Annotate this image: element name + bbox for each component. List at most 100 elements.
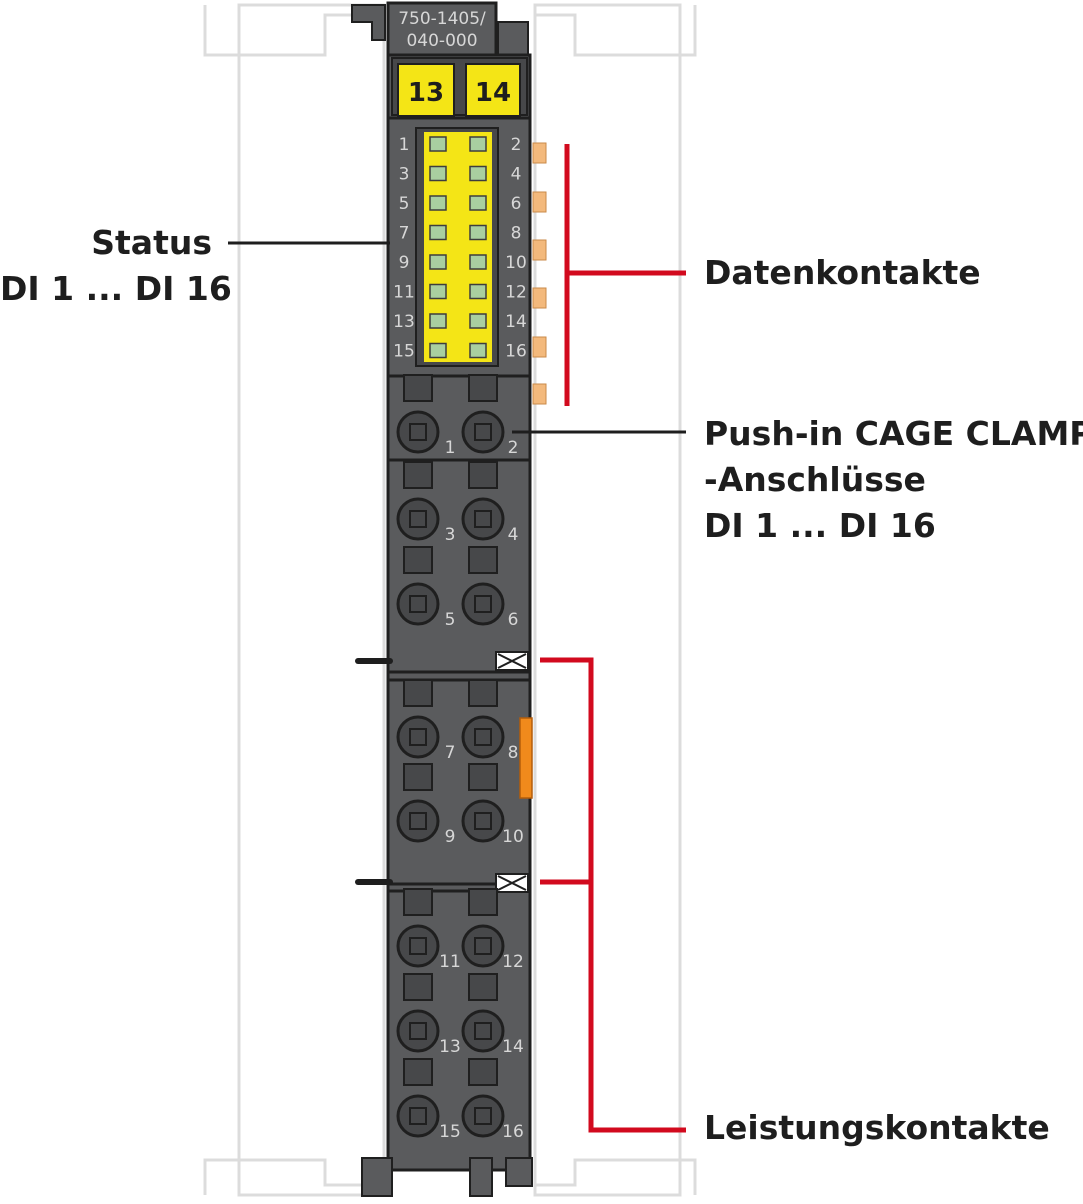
clamp-square-left-1 [409,423,427,441]
clamp-opening-left-5 [396,799,440,843]
status-led-right-1 [469,136,487,152]
bottom-clip-mid [469,1157,493,1197]
data-contact-tab-3 [532,239,547,261]
terminal-label-right: 4 [508,525,519,545]
led-label-left: 3 [399,165,410,185]
clamp-square-right-5 [474,812,492,830]
part-number-line1: 750-1405/ [398,9,486,29]
release-button-left-1 [403,374,433,402]
led-label-left: 13 [393,312,415,332]
terminal-label-left: 1 [445,438,456,458]
data-contact-tabs [532,142,547,405]
data-contacts-callout: Datenkontakte [704,250,981,296]
clamp-square-right-2 [474,510,492,528]
status-led-left-3 [429,195,447,211]
status-led-right-2 [469,165,487,182]
clamp-opening-left-1 [396,410,440,454]
push-in-terminals [396,374,505,1138]
power-contact-orange [519,717,533,799]
clamp-square-left-2 [409,510,427,528]
release-button-right-4 [468,679,498,707]
led-array [429,136,487,359]
marker-14 [465,63,521,117]
led-label-left: 15 [393,342,415,362]
status-led-left-2 [429,165,447,182]
release-button-right-2 [468,461,498,489]
led-label-right: 14 [505,312,527,332]
power-contact-notch-bottom [495,873,529,893]
top-clip-left [351,4,386,41]
terminal-label-right: 12 [502,952,524,972]
status-led-right-3 [469,195,487,211]
clamp-opening-right-4 [461,715,505,759]
clamp-opening-right-7 [461,1009,505,1053]
clamp-opening-left-2 [396,497,440,541]
clamp-opening-left-3 [396,582,440,626]
terminal-label-left: 5 [445,610,456,630]
release-button-left-7 [403,973,433,1001]
power-contacts-callout: Leistungskontakte [704,1105,1050,1151]
clamp-square-left-5 [409,812,427,830]
clamp-opening-right-5 [461,799,505,843]
terminal-label-right: 6 [508,610,519,630]
terminal-label-left: 13 [439,1037,461,1057]
label-area [386,1,498,57]
status-led-left-8 [429,342,447,359]
data-contact-tab-6 [532,383,547,405]
bottom-clip-right [505,1157,533,1187]
clamp-opening-right-6 [461,924,505,968]
data-contact-tab-1 [532,142,547,164]
release-button-right-6 [468,888,498,916]
terminal-label-left: 9 [445,827,456,847]
release-button-left-3 [403,546,433,574]
clamp-opening-left-6 [396,924,440,968]
terminal-label-left: 7 [445,743,456,763]
status-led-right-8 [469,342,487,359]
release-button-left-6 [403,888,433,916]
status-led-left-5 [429,254,447,270]
status-led-right-4 [469,224,487,241]
marker-14-label: 14 [475,78,511,108]
led-label-right: 6 [511,194,522,214]
release-button-right-5 [468,763,498,791]
status-callout: Status DI 1 ... DI 16 [0,220,232,312]
pushin-label-line1: Push-in CAGE CLAMP® [704,414,1083,453]
data-contacts-label: Datenkontakte [704,253,981,292]
terminal-label-right: 2 [508,438,519,458]
led-label-right: 8 [511,224,522,244]
clamp-square-right-8 [474,1107,492,1125]
terminal-label-right: 10 [502,827,524,847]
status-led-left-6 [429,283,447,300]
clamp-opening-right-2 [461,497,505,541]
part-number-line2: 040-000 [406,31,477,51]
data-contacts-bracket [564,144,686,406]
clamp-square-left-3 [409,595,427,613]
terminal-label-left: 15 [439,1122,461,1142]
power-contacts-bracket [540,657,686,1133]
status-led-left-7 [429,313,447,329]
pushin-label-line3: DI 1 ... DI 16 [704,506,936,545]
release-button-left-5 [403,763,433,791]
terminal-label-left: 3 [445,525,456,545]
clamp-square-right-7 [474,1022,492,1040]
data-contact-tab-4 [532,287,547,309]
status-led-right-7 [469,313,487,329]
clamp-square-left-4 [409,728,427,746]
clamp-square-left-6 [409,937,427,955]
data-contact-tab-2 [532,191,547,213]
clamp-square-right-6 [474,937,492,955]
clamp-opening-right-8 [461,1094,505,1138]
led-label-left: 11 [393,283,415,303]
status-led-left-1 [429,136,447,152]
led-label-left: 7 [399,224,410,244]
release-button-left-2 [403,461,433,489]
release-button-right-8 [468,1058,498,1086]
status-label: Status [91,223,212,262]
clamp-square-left-7 [409,1022,427,1040]
clamp-square-right-4 [474,728,492,746]
clamp-opening-right-3 [461,582,505,626]
